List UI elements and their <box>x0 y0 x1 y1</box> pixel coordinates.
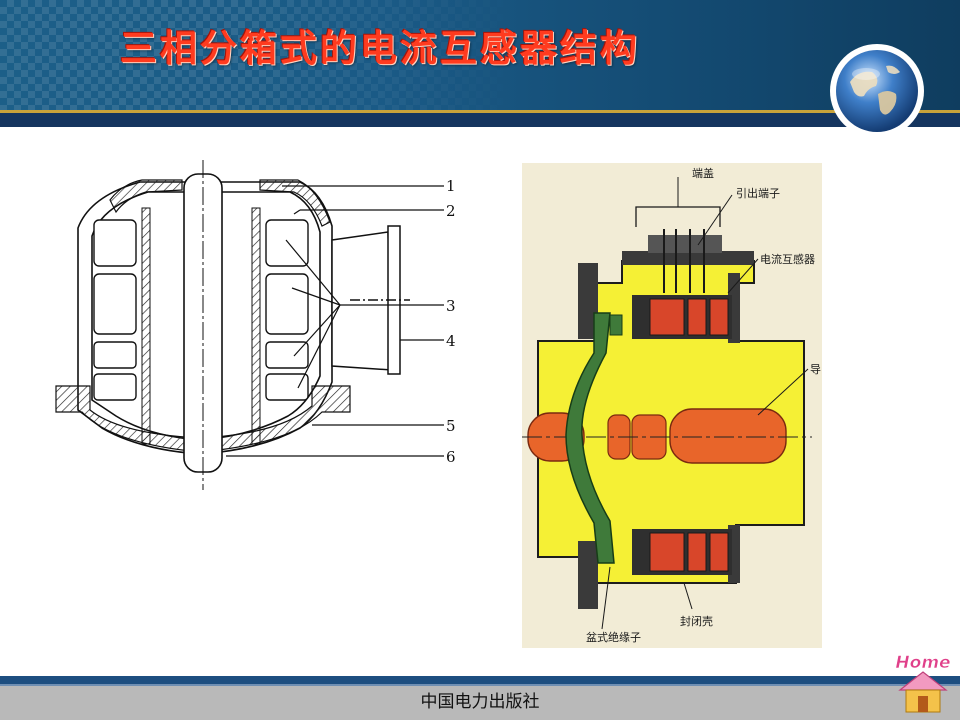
lower-coil-2 <box>687 532 707 572</box>
lower-coil-1 <box>649 532 685 572</box>
core-right-2 <box>265 273 309 335</box>
core-left-2 <box>93 273 137 335</box>
core-right-3 <box>265 341 309 369</box>
house-icon <box>898 671 948 713</box>
callout-6: 6 <box>446 448 456 466</box>
footer-band-accent <box>0 684 960 686</box>
slide-header: 三相分箱式的电流互感器结构 <box>0 0 960 110</box>
publisher-name: 中国电力出版社 <box>420 692 540 712</box>
core-left-1 <box>93 219 137 267</box>
callout-2: 2 <box>446 202 456 220</box>
footer-band <box>0 676 960 684</box>
callout-3: 3 <box>446 297 456 315</box>
housing-flange-top-right <box>259 179 331 227</box>
label-lead-terminal: 引出端子 <box>736 186 780 200</box>
lower-coil-3 <box>709 532 729 572</box>
core-left-3 <box>93 341 137 369</box>
label-sealed-shell: 封闭壳 <box>680 614 713 628</box>
basin-insulator <box>565 312 615 564</box>
upper-coil-3 <box>709 298 729 336</box>
label-current-transformer: 电流互感器 <box>760 252 815 266</box>
callout-4: 4 <box>446 332 456 350</box>
header-divider <box>0 110 960 113</box>
globe-icon <box>830 44 924 138</box>
label-basin-insulator: 盆式绝缘子 <box>586 630 641 644</box>
housing-flange-top-left <box>109 179 183 214</box>
ct-line-drawing: 1 2 3 4 5 6 <box>55 160 456 490</box>
label-conductor: 导 <box>810 363 821 376</box>
ct-color-section: 端盖 引出端子 电流互感器 导 盆式绝缘子 封闭壳 <box>522 163 822 648</box>
slide-title: 三相分箱式的电流互感器结构 <box>120 27 640 70</box>
header-checker-pattern <box>0 0 520 110</box>
upper-coil-1 <box>649 298 685 336</box>
callout-1: 1 <box>446 177 456 195</box>
callout-5: 5 <box>446 417 456 435</box>
home-label: Home <box>895 653 950 673</box>
terminal-box <box>331 231 393 371</box>
core-left-4 <box>93 373 137 401</box>
label-end-cover: 端盖 <box>692 166 714 180</box>
header-band <box>0 113 960 127</box>
footer-bar <box>0 686 960 720</box>
housing-flange-bottom <box>55 385 351 453</box>
home-button[interactable]: Home <box>892 648 954 714</box>
core-right-4 <box>265 373 309 401</box>
upper-coil-2 <box>687 298 707 336</box>
